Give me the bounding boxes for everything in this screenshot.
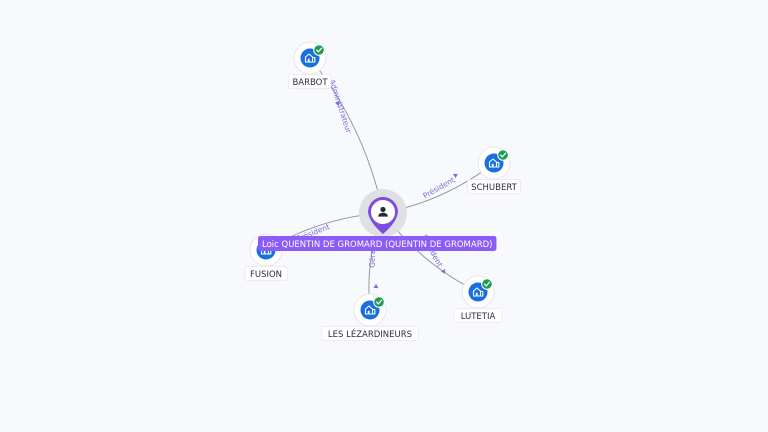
building-icon — [364, 305, 376, 315]
company-node-schubert[interactable]: SCHUBERT — [466, 146, 521, 194]
company-name: SCHUBERT — [471, 183, 517, 193]
arrow-icon — [453, 173, 458, 179]
person-node[interactable] — [359, 189, 407, 237]
company-name-tag — [288, 74, 332, 89]
arrow-icon — [373, 284, 379, 289]
company-name-tag — [453, 308, 503, 323]
arrow-icon — [335, 101, 340, 106]
verified-check-icon — [481, 278, 493, 290]
person-label-box — [258, 236, 497, 251]
arrow-icon — [440, 269, 446, 274]
company-name-tag — [321, 326, 419, 341]
company-name: BARBOT — [292, 78, 328, 88]
nodes-layer: BARBOT SCHUBERT LUTETIA LES LÉZARDINEURS FUS… — [244, 41, 521, 341]
company-name-tag — [244, 266, 288, 281]
company-node-barbot[interactable]: BARBOT — [288, 41, 332, 89]
company-name-tag — [466, 179, 521, 194]
company-node-les-lezardineurs[interactable]: LES LÉZARDINEURS — [321, 293, 419, 341]
building-icon — [304, 53, 316, 63]
person-label[interactable]: Loic QUENTIN DE GROMARD (QUENTIN DE GROM… — [258, 236, 497, 251]
edge-role-label: Président — [421, 175, 456, 200]
company-node-lutetia[interactable]: LUTETIA — [453, 275, 503, 323]
verified-check-icon — [313, 44, 325, 56]
person-name: Loic QUENTIN DE GROMARD (QUENTIN DE GROM… — [262, 240, 492, 250]
verified-check-icon — [497, 149, 509, 161]
edge-role-label: Gérant — [368, 242, 378, 268]
edges-layer: AdministrateurPrésidentPrésidentGérantPr… — [265, 57, 495, 311]
person-layer: Loic QUENTIN DE GROMARD (QUENTIN DE GROM… — [258, 189, 497, 251]
verified-check-icon — [373, 296, 385, 308]
company-name: LUTETIA — [461, 312, 496, 322]
company-name: LES LÉZARDINEURS — [328, 328, 412, 340]
building-icon — [472, 287, 484, 297]
company-name: FUSION — [250, 270, 282, 280]
person-icon — [378, 206, 388, 217]
building-icon — [488, 158, 500, 168]
